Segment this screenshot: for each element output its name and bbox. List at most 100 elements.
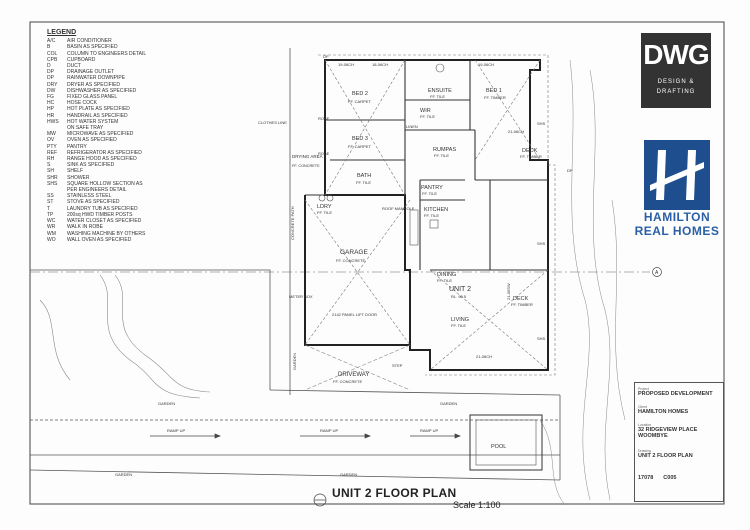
bed2-name: BED 2 — [352, 91, 368, 97]
ldry-floor: FF. TILE — [317, 210, 332, 215]
brand-line2: REAL HOMES — [634, 224, 720, 238]
legend-desc: FIXED GLASS PANEL — [67, 94, 118, 101]
bed3-name: BED 3 — [352, 136, 368, 142]
rumpas-floor: FF. TILE — [434, 153, 449, 158]
drying-name: DRYING AREA — [292, 154, 323, 159]
legend-code: DP — [47, 69, 54, 76]
legend-item: RH RANGE HOOD AS SPECIFIED — [47, 156, 197, 162]
legend-desc: AIR CONDITIONER — [67, 38, 112, 45]
hamilton-h-icon — [644, 140, 710, 210]
legend-item: PER ENGINEERS DETAIL — [47, 187, 197, 193]
dim-bottom: 21-06CH — [476, 354, 492, 359]
legend-desc: REFRIGERATOR AS SPECIFIED — [67, 149, 142, 156]
legend-desc: LAUNDRY TUB AS SPECIFIED — [67, 205, 138, 212]
garden-bottom-left-label: GARDEN — [115, 472, 132, 477]
legend-code: RH — [47, 156, 55, 163]
legend-desc: 200sq HWD TIMBER POSTS — [67, 211, 133, 218]
garden-mid-label: GARDEN — [440, 401, 457, 406]
legend-desc: WATER CLOSET AS SPECIFIED — [67, 218, 142, 225]
dim-top2: 18-06CH — [372, 62, 388, 67]
tb-project-label: Project — [638, 387, 649, 391]
legend-code: REF — [47, 149, 57, 156]
legend-code: S — [47, 162, 51, 169]
dining-floor: FF. TILE — [437, 278, 452, 283]
contour-lines — [539, 59, 626, 506]
legend-code: T — [47, 205, 51, 212]
unit-floor: RL. 90.5 — [451, 294, 467, 299]
legend-code: TP — [47, 211, 54, 218]
site-boundary — [29, 48, 561, 481]
left-garden-curves — [39, 274, 211, 399]
sheet-border — [29, 21, 725, 505]
dim-deck-label: 21-05SW — [506, 283, 511, 300]
title-block: Project PROPOSED DEVELOPMENT Client HAMI… — [634, 382, 724, 502]
legend-code: FG — [47, 94, 54, 101]
legend-code: HC — [47, 100, 55, 107]
robe-1-label: ROBE — [318, 116, 330, 121]
legend-item: CPB CUPBOARD — [47, 57, 197, 63]
tb-address1: 32 RIDGEVIEW PLACE — [638, 427, 698, 433]
legend-code: CPB — [47, 56, 58, 63]
legend-desc: MICROWAVE AS SPECIFIED — [67, 131, 134, 138]
garage-name: GARAGE — [340, 249, 368, 256]
legend-desc: ON SAFE TRAY — [67, 125, 104, 132]
legend-desc: RANGE HOOD AS SPECIFIED — [67, 156, 137, 163]
bed1-floor: FF. TIMBER — [484, 95, 506, 100]
grid-line-a — [30, 267, 662, 277]
pool-shape — [469, 414, 543, 471]
hamilton-brand: HAMILTON REAL HOMES — [632, 140, 722, 245]
legend-code: SS — [47, 193, 54, 200]
legend-item: TP 200sq HWD TIMBER POSTS — [47, 212, 197, 218]
legend-desc: SQUARE HOLLOW SECTION AS — [67, 180, 143, 187]
legend-desc: RAINWATER DOWNPIPE — [67, 75, 126, 82]
legend-code: PTY — [47, 143, 57, 150]
meter-box-label: METER BOX — [289, 294, 313, 299]
legend-code: B — [47, 44, 51, 51]
legend-desc: SINK AS SPECIFIED — [67, 162, 115, 169]
drying-floor: FF. CONCRETE — [292, 164, 320, 168]
wir-name: WIR — [420, 108, 431, 114]
legend-code: HP — [47, 106, 54, 113]
ensuite-name: ENSUITE — [428, 88, 452, 94]
legend-code: A/C — [47, 38, 56, 45]
legend-item: S SINK AS SPECIFIED — [47, 162, 197, 168]
kitchen-floor: FF. TILE — [424, 213, 439, 218]
legend-desc: PER ENGINEERS DETAIL — [67, 187, 127, 194]
ramp-arrows — [150, 433, 461, 439]
dim-top1: 19-06CH — [338, 62, 354, 67]
bath-name: BATH — [357, 173, 371, 179]
legend-desc: HOSE COCK — [67, 100, 98, 107]
legend-item: HC HOSE COCK — [47, 100, 197, 106]
rumpas-name: RUMPAS — [433, 147, 456, 153]
tb-location-label: Location — [638, 423, 652, 427]
garden-left-label: GARDEN — [158, 401, 175, 406]
shs-3-label: SHS — [537, 336, 546, 341]
legend-code: SHR — [47, 174, 58, 181]
driveway-diagonals — [304, 344, 411, 391]
tb-drawing-label: Drawing — [638, 449, 651, 453]
legend-item: ON SAFE TRAY — [47, 125, 197, 131]
roof-lines — [304, 54, 556, 376]
dp-2-label: DP — [567, 168, 573, 173]
legend-desc: CUPBOARD — [67, 56, 96, 63]
legend-code: D — [47, 63, 51, 70]
bed3-floor: FF. CARPET — [348, 144, 371, 149]
interior-walls — [305, 60, 548, 271]
dim-right: 21-06CH — [508, 129, 524, 134]
brand-line1: HAMILTON — [643, 210, 711, 224]
unit-name: UNIT 2 — [449, 286, 471, 293]
robe-2-label: ROBE — [318, 151, 330, 156]
kitchen-name: KITCHEN — [424, 207, 448, 213]
legend-item: A/C AIR CONDITIONER — [47, 38, 197, 44]
bed1-name: BED 1 — [486, 88, 502, 94]
